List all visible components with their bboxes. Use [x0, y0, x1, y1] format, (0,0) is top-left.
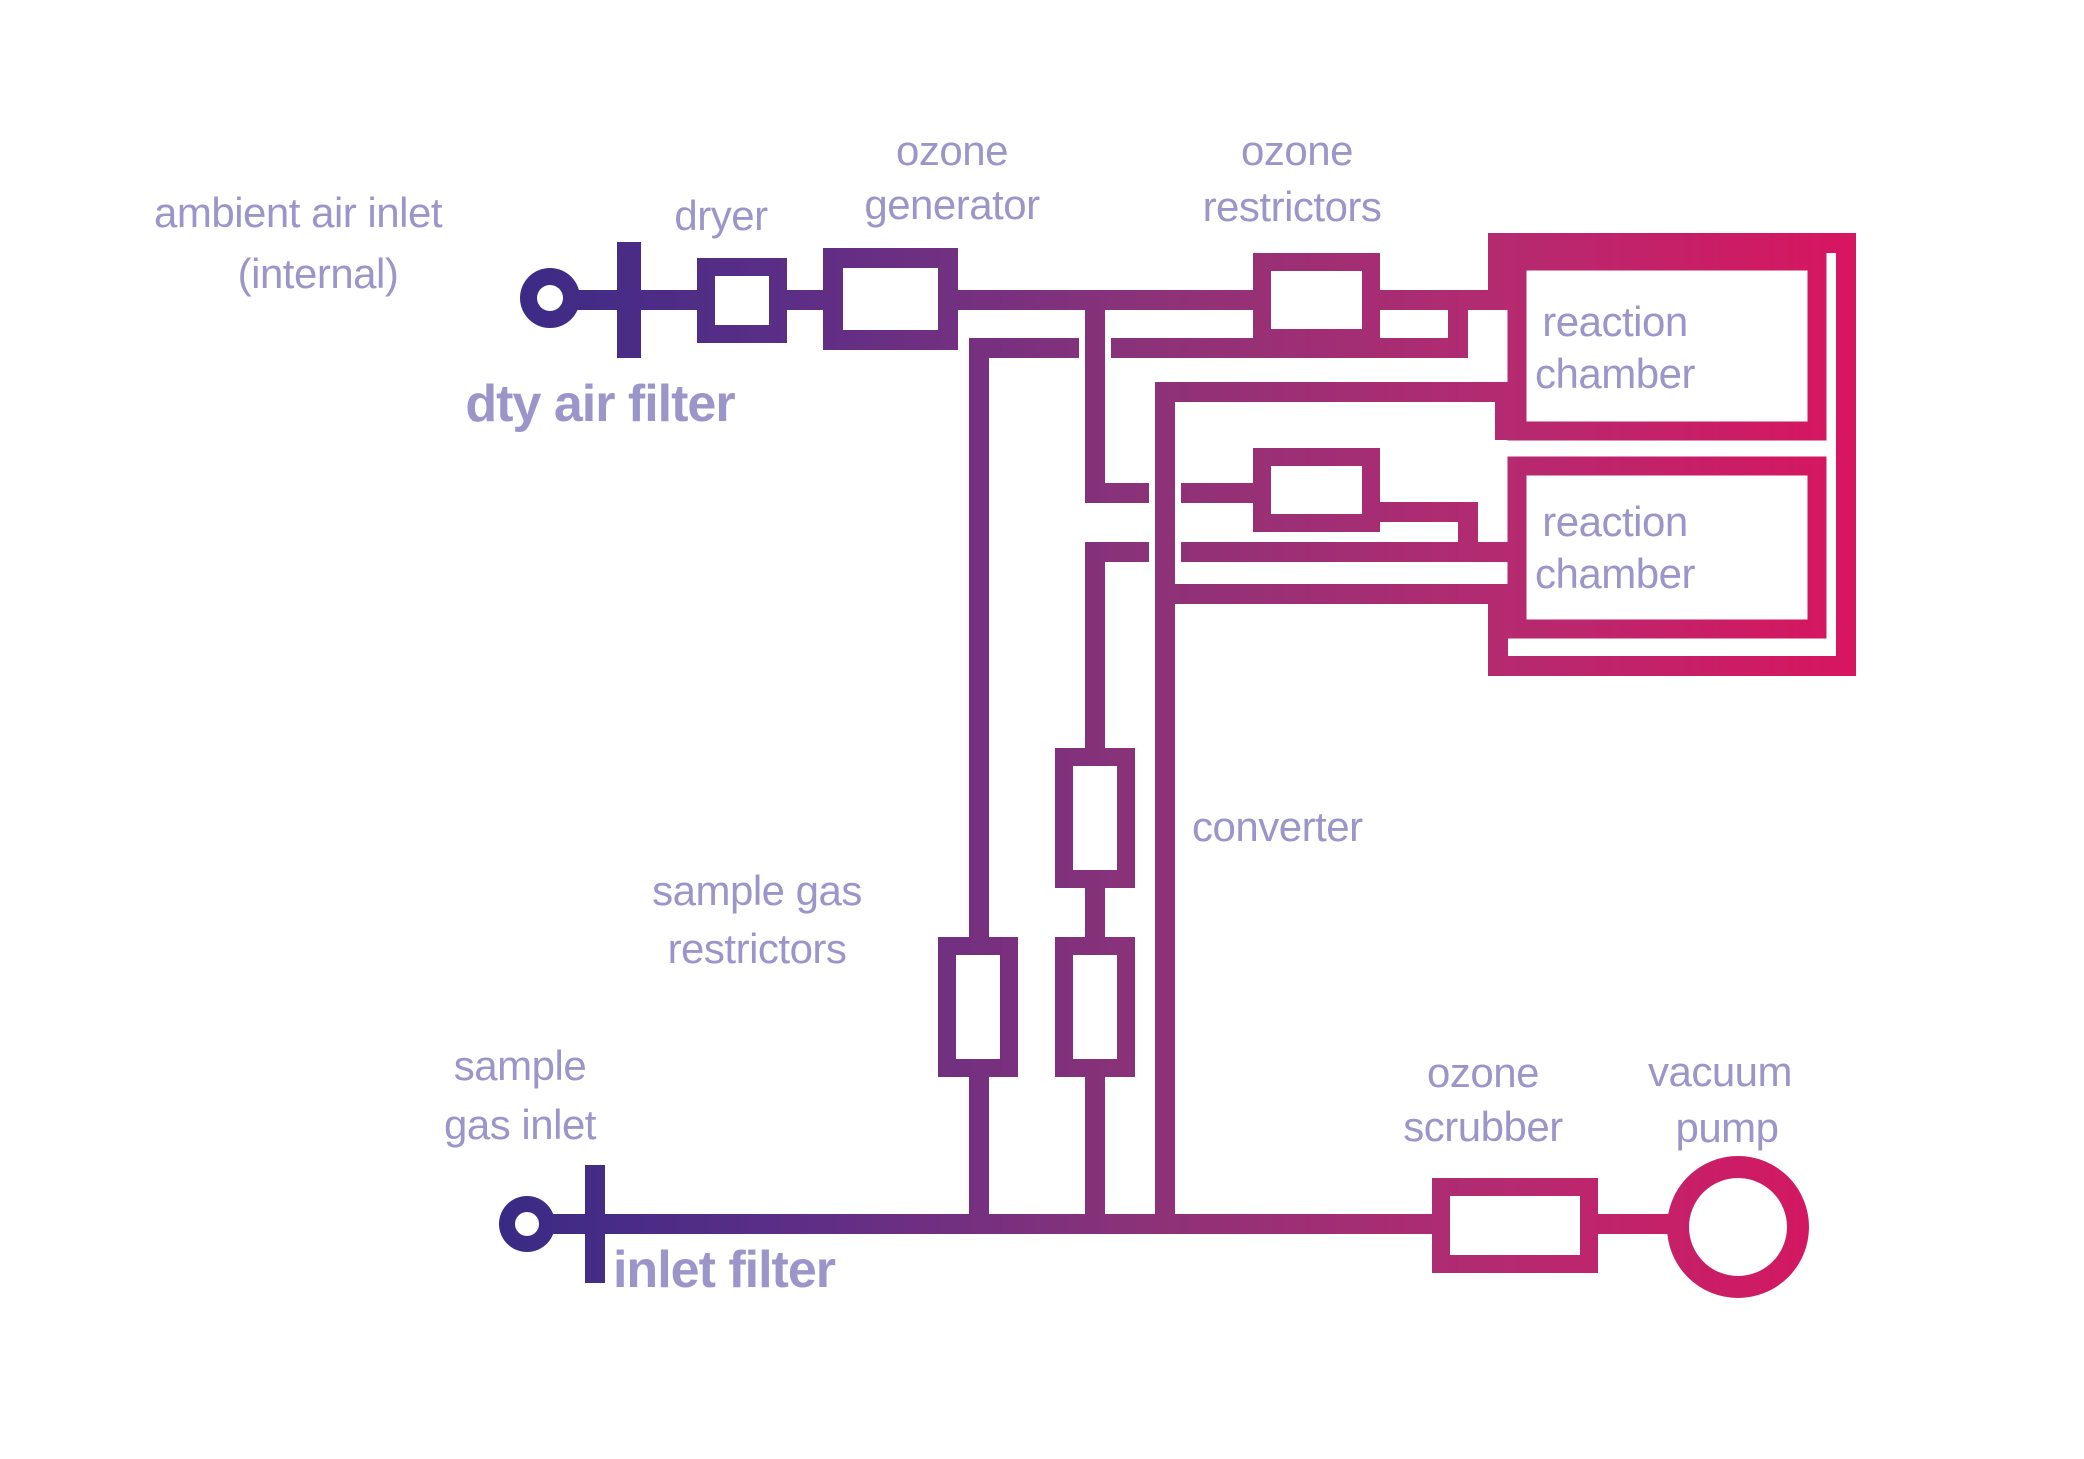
pipe-enclosure-exhaust	[1165, 584, 1508, 604]
dryer-label: dryer	[674, 192, 768, 239]
pipe-converter-to-chamber2-b	[1181, 542, 1515, 562]
pipe-restrictor2-exit	[1368, 502, 1478, 522]
reaction-chamber-2-label-line1: reaction	[1542, 498, 1687, 545]
reaction-chamber-2-box	[1507, 456, 1827, 639]
reaction-chamber-1-label-line1: reaction	[1542, 298, 1687, 345]
labels: ambient air inlet (internal) dty air fil…	[154, 127, 1793, 1299]
pipe-chamber1-riser	[1448, 290, 1468, 358]
ozone-restrictors-label-line2: restrictors	[1203, 183, 1382, 230]
sample-restrictor-1-box	[938, 937, 1018, 1077]
chamber-enclosure-right	[1836, 233, 1856, 676]
ozone-generator-label-line2: generator	[864, 181, 1040, 228]
reaction-chamber-assembly	[1155, 233, 1856, 1234]
ozone-scrubber-box	[1432, 1178, 1598, 1273]
vacuum-pump-label-line1: vacuum	[1648, 1048, 1792, 1095]
sample-gas-path	[938, 290, 1515, 1224]
pipe-scrubber-to-pump	[1588, 1214, 1675, 1234]
dryer-box	[697, 258, 787, 343]
pipe-to-restrictor2-b	[1181, 483, 1265, 503]
pipe-to-restrictor2-a	[1085, 483, 1149, 503]
chamber-enclosure-bottom	[1488, 656, 1856, 676]
sample-gas-inlet-label-line2: gas inlet	[444, 1101, 597, 1148]
chamber-enclosure-left-upper	[1488, 233, 1508, 310]
sample-gas-restrictors-label-line1: sample gas	[652, 867, 862, 914]
ambient-air-inlet-port-hole	[537, 285, 563, 311]
pipe-sample-no-riser-lower	[969, 1069, 989, 1224]
ambient-air-inlet-label-line1: ambient air inlet	[154, 189, 443, 236]
pipe-sample-to-chamber1-a	[969, 338, 1079, 358]
ozone-restrictor-1-box	[1253, 253, 1380, 347]
pipe-converter-riser-lower	[1085, 1069, 1105, 1224]
pipe-converter-riser-upper	[1085, 542, 1105, 766]
pipe-exhaust-main	[1155, 382, 1175, 1234]
ozone-distribution	[1085, 253, 1515, 562]
pipe-sample-to-chamber1-b	[1111, 338, 1468, 358]
chamber-enclosure-top	[1488, 233, 1856, 253]
dry-air-filter-label: dty air filter	[465, 375, 735, 433]
bottom-line	[499, 1156, 1809, 1298]
reaction-chamber-1-box	[1507, 251, 1827, 441]
sample-gas-restrictors-label-line2: restrictors	[668, 925, 847, 972]
ozone-scrubber-label-line1: ozone	[1427, 1049, 1539, 1096]
inlet-filter-bar	[585, 1165, 605, 1283]
pipe-ozone-drop	[1085, 290, 1105, 503]
converter-box	[1055, 748, 1135, 888]
vacuum-pump-label-line2: pump	[1675, 1104, 1778, 1151]
pipe-converter-to-chamber2-a	[1085, 542, 1149, 562]
pipe-restrictor1-to-chamber1	[1368, 290, 1515, 310]
sample-restrictor-2-box	[1055, 937, 1135, 1077]
ozone-generator-box	[823, 248, 958, 350]
chamber-enclosure-left-lower	[1488, 584, 1508, 676]
ozone-restrictors-label-line1: ozone	[1241, 127, 1353, 174]
reaction-chamber-2-label-line2: chamber	[1535, 550, 1695, 597]
converter-label: converter	[1192, 803, 1363, 850]
sample-gas-inlet-label-line1: sample	[454, 1042, 586, 1089]
pipe-sample-no-riser-upper	[969, 338, 989, 955]
inlet-filter-label: inlet filter	[613, 1241, 836, 1299]
ambient-air-path	[520, 242, 1265, 358]
ozone-scrubber-label-line2: scrubber	[1403, 1103, 1563, 1150]
vacuum-pump-icon	[1667, 1156, 1809, 1298]
reaction-chamber-1-label-line2: chamber	[1535, 350, 1695, 397]
ozone-restrictor-2-box	[1253, 448, 1380, 532]
sample-gas-inlet-port-hole	[515, 1212, 539, 1236]
pipe-converter-riser-middle	[1085, 880, 1105, 955]
pipe-dryer-to-generator	[775, 290, 835, 310]
pipe-chamber1-exhaust	[1155, 382, 1515, 402]
dry-air-filter-bar	[617, 242, 641, 358]
ambient-air-inlet-label-line2: (internal)	[238, 250, 399, 297]
ozone-generator-label-line1: ozone	[896, 127, 1008, 174]
pipe-bottom-main	[527, 1214, 1442, 1234]
